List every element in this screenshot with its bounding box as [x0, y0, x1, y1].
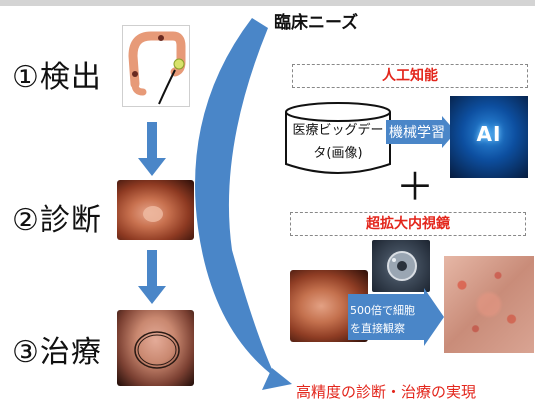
- zoom-arrow-icon: [348, 288, 444, 346]
- ai-section-title: 人工知能: [292, 64, 528, 88]
- endoscopy-section-title: 超拡大内視鏡: [290, 212, 526, 236]
- diagnosis-endoscopy-image: [117, 180, 194, 240]
- zoom-caption-line2: を直接観察: [350, 322, 405, 335]
- step-treatment-label: ③治療: [12, 335, 102, 370]
- zoom-caption-line1: 500倍で細胞: [350, 304, 415, 317]
- right-arrow-icon: [386, 116, 456, 148]
- treatment-endoscopy-image: [117, 310, 194, 386]
- down-arrow-icon: [138, 250, 166, 304]
- clinical-needs-heading: 臨床ニーズ: [274, 13, 359, 33]
- ai-badge: AI: [476, 122, 502, 146]
- endoscope-tip-image: [372, 240, 430, 292]
- colon-map-image: [122, 25, 190, 107]
- zoom-caption: 500倍で細胞 を直接観察: [350, 302, 415, 338]
- top-bar: [0, 0, 535, 6]
- result-text: 高精度の診断・治療の実現: [296, 383, 477, 401]
- big-data-label: 医療ビッグデータ(画像): [292, 123, 384, 161]
- database-cylinder-icon: [285, 102, 391, 174]
- machine-learning-label: 機械学習: [389, 125, 445, 141]
- microscopic-cell-image: [444, 256, 534, 353]
- step-diagnosis-label: ②診断: [12, 203, 102, 238]
- down-arrow-icon: [138, 122, 166, 176]
- plus-icon: ＋: [396, 165, 435, 209]
- curved-arrow-icon: [195, 18, 292, 390]
- ai-brain-image: AI: [450, 96, 528, 178]
- step-detection-label: ①検出: [12, 60, 102, 95]
